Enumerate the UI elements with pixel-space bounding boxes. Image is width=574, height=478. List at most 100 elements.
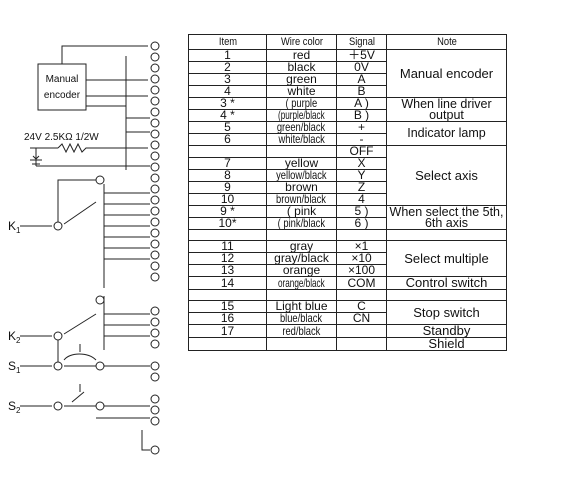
note-shield: Shield: [386, 337, 507, 352]
cell-wire-color: ( purple: [266, 97, 337, 110]
cell-item: [188, 337, 267, 352]
cell-signal: C: [336, 300, 387, 314]
cell-item: 10*: [188, 217, 267, 230]
table-row: 16 blue/black CN: [188, 312, 507, 326]
table-row: 9 brown Z: [188, 181, 507, 194]
cell-wire-color: green: [266, 73, 337, 86]
table-row: [188, 228, 507, 242]
cell-signal: +: [336, 121, 387, 134]
cell-item: 5: [188, 121, 267, 134]
cell-wire-color: orange: [266, 264, 337, 278]
cell-signal: [336, 228, 387, 242]
table-row: 15 Light blue C Stop switch: [188, 300, 507, 326]
cell-wire-color: blue/black: [266, 312, 337, 326]
cell-signal: ×100: [336, 264, 387, 278]
table-row: [188, 289, 507, 302]
cell-item: 1: [188, 49, 267, 62]
note-indicator-lamp: Indicator lamp: [386, 121, 507, 146]
cell-wire-color: white/black: [266, 133, 337, 146]
cell-item: 15: [188, 300, 267, 314]
table-row: 1 red ＋5V Manual encoder: [188, 49, 507, 98]
cell-wire-color: gray: [266, 240, 337, 254]
cell-signal: B: [336, 85, 387, 98]
cell-signal: CN: [336, 312, 387, 326]
wiring-table: Item Wire color Signal Note 1 red ＋5V Ma…: [188, 34, 507, 352]
encoder-label-1: Manual: [46, 74, 79, 85]
table-row: 2 black 0V: [188, 61, 507, 74]
s1-switch-arm: [63, 353, 97, 361]
cell-wire-color: Light blue: [266, 300, 337, 314]
cell-wire-color: [266, 228, 337, 242]
cell-signal: X: [336, 157, 387, 170]
header-signal: Signal: [339, 34, 384, 50]
cell-item: 8: [188, 169, 267, 182]
table-row: 13 orange ×100: [188, 264, 507, 278]
table-row: 7 yellow X: [188, 157, 507, 170]
lamp-label: 24V 2.5KΩ 1/2W: [24, 132, 99, 143]
cell-item: 17: [188, 324, 267, 339]
cell-item: 9: [188, 181, 267, 194]
cell-wire-color: [266, 337, 337, 352]
cell-item: 9 *: [188, 205, 267, 218]
cell-item: 10: [188, 193, 267, 206]
table-row: OFF Select axis: [188, 145, 507, 206]
cell-signal: B ): [336, 109, 387, 122]
note-select-multiple: Select multiple: [386, 240, 507, 278]
cell-signal: A ): [336, 97, 387, 110]
table-row: 5 green/black + Indicator lamp: [188, 121, 507, 146]
cell-signal: [336, 289, 387, 302]
table-row: 14 orange/black COM Control switch: [188, 276, 507, 291]
cell-wire-color: ( pink/black: [266, 217, 337, 230]
encoder-label-2: encoder: [44, 90, 81, 101]
table-row: 10* ( pink/black 6 ): [188, 217, 507, 230]
cell-item: 4 *: [188, 109, 267, 122]
cell-note-empty: [386, 228, 507, 242]
cell-signal: 6 ): [336, 217, 387, 230]
header-item: Item: [193, 34, 262, 50]
k1-label: K1: [8, 219, 21, 235]
table-row: 17 red/black Standby: [188, 324, 507, 339]
cell-signal: Z: [336, 181, 387, 194]
cell-wire-color: white: [266, 85, 337, 98]
cell-item: 12: [188, 252, 267, 266]
cell-item: 13: [188, 264, 267, 278]
note-stop-switch: Stop switch: [386, 300, 507, 326]
header-wire-color: Wire color: [271, 34, 332, 50]
cell-wire-color: brown/black: [266, 193, 337, 206]
table-header-row: Item Wire color Signal Note: [189, 34, 507, 50]
note-standby: Standby: [386, 324, 507, 339]
cell-wire-color: (purple/black: [266, 109, 337, 122]
cell-wire-color: yellow: [266, 157, 337, 170]
cell-wire-color: black: [266, 61, 337, 74]
cell-signal: COM: [336, 276, 387, 291]
cell-signal: [336, 324, 387, 339]
s1-label: S1: [8, 359, 21, 375]
note-line-driver: When line driver output: [386, 97, 507, 122]
cell-wire-color: green/black: [266, 121, 337, 134]
s2-switch-arm: [71, 391, 85, 403]
cell-item: [188, 289, 267, 302]
cell-wire-color: red/black: [266, 324, 337, 339]
cell-wire-color: orange/black: [266, 276, 337, 291]
note-select-axis: Select axis: [386, 145, 507, 206]
cell-item: [188, 228, 267, 242]
table-row: Shield: [188, 337, 507, 352]
cell-signal: ＋5V: [336, 49, 387, 62]
table-row: 4 * (purple/black B ): [188, 109, 507, 122]
note-control-switch: Control switch: [386, 276, 507, 291]
cell-wire-color: [266, 289, 337, 302]
cell-item: 14: [188, 276, 267, 291]
k2-label: K2: [8, 329, 21, 345]
cell-wire-color: brown: [266, 181, 337, 194]
cell-wire-color: yellow/black: [266, 169, 337, 182]
cell-signal: 0V: [336, 61, 387, 74]
cell-signal: Y: [336, 169, 387, 182]
table-row: 12 gray/black ×10: [188, 252, 507, 266]
k1-switch-arm: [63, 201, 97, 225]
s2-label: S2: [8, 399, 21, 415]
cell-wire-color: gray/black: [266, 252, 337, 266]
cell-item: 7: [188, 157, 267, 170]
cell-item: 2: [188, 61, 267, 74]
manual-encoder-box: [37, 63, 87, 111]
cell-signal: A: [336, 73, 387, 86]
